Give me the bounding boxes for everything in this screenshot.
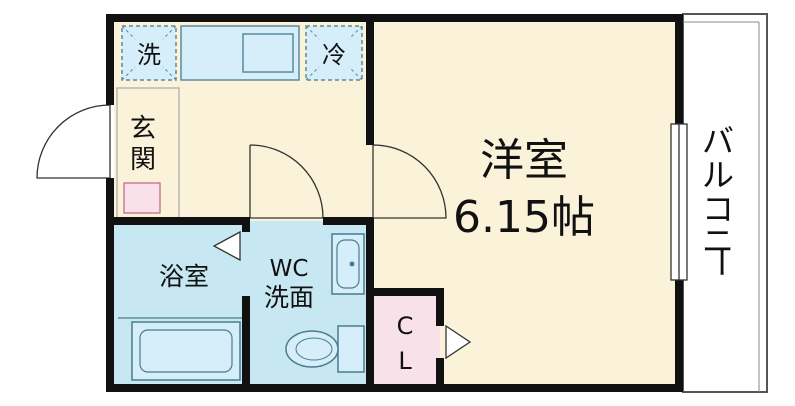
bath-door-marker [212, 230, 241, 262]
kitchen-door-swing [249, 144, 324, 219]
shoe-box [123, 182, 161, 214]
toilet-bowl [285, 330, 339, 368]
bath-label: 浴室 [159, 262, 209, 291]
balcony-char: ー [702, 246, 740, 278]
closet-label-2: L [398, 347, 412, 375]
washer-label: 洗 [137, 41, 161, 69]
western-room-name: 洋室 [480, 135, 568, 186]
closet-label-1: C [397, 312, 414, 340]
entrance-label-2: 関 [130, 145, 156, 175]
closet-door-marker [445, 324, 472, 360]
balcony-char: ニ [702, 222, 734, 260]
entrance-door-swing [36, 104, 111, 179]
balcony-char: コ [702, 190, 734, 228]
balcony-char: バ [702, 122, 734, 160]
walls [106, 14, 683, 392]
balcony-area [682, 13, 768, 393]
closet-floor [370, 292, 440, 388]
wc-label-2: 洗面 [264, 283, 314, 312]
toilet-tank [337, 325, 365, 373]
balcony-char: ル [702, 156, 734, 194]
wc-label-1: WC [270, 256, 309, 282]
balcony-label: バ ル コ ニ ー [702, 122, 740, 278]
western-room-size: 6.15帖 [453, 192, 595, 243]
entrance-label-1: 玄 [130, 114, 156, 144]
kitchen-sink [242, 33, 294, 73]
room-door-swing [372, 144, 447, 219]
fridge-label: 冷 [322, 41, 346, 69]
bathtub [131, 321, 241, 381]
